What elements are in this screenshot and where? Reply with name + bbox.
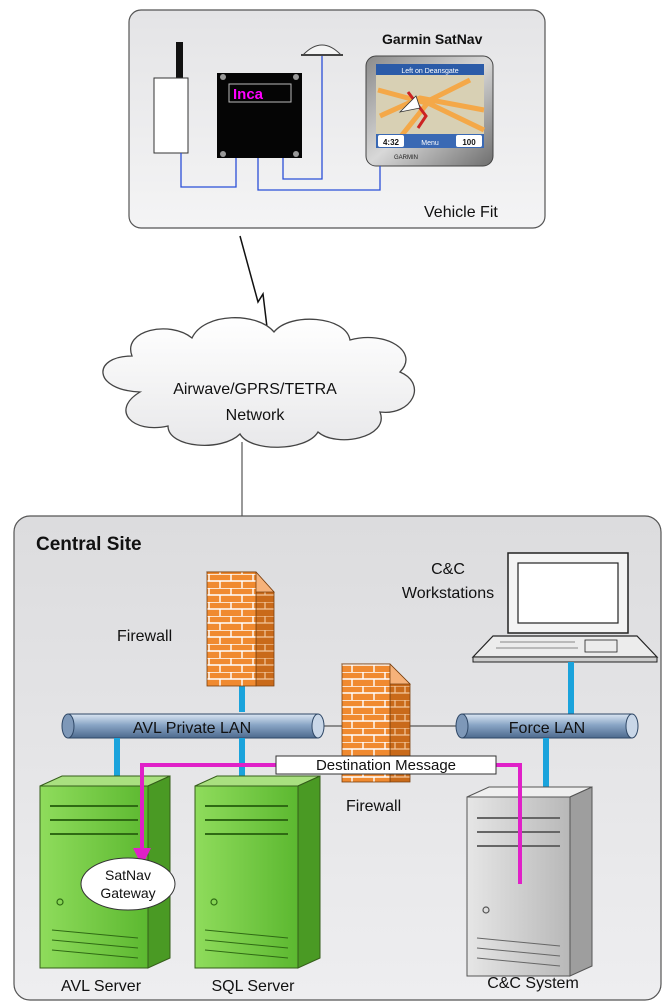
satnav-banner: Left on Deansgate	[401, 68, 458, 75]
satnav-time: 4:32	[383, 138, 400, 147]
workstations-label-line1: C&C	[431, 561, 465, 578]
sql-server-icon	[194, 775, 321, 969]
avl-private-lan-pipe: AVL Private LAN	[61, 713, 325, 739]
central-site-title: Central Site	[36, 534, 142, 555]
radio-antenna-icon	[153, 42, 189, 154]
workstations-label-line2: Workstations	[402, 585, 494, 602]
avl-server-label: AVL Server	[61, 978, 142, 995]
sql-server-label: SQL Server	[212, 978, 296, 995]
avl-lan-label: AVL Private LAN	[133, 720, 251, 737]
vehicle-fit-label: Vehicle Fit	[424, 204, 498, 221]
gps-antenna-icon	[301, 44, 343, 56]
vehicle-fit-panel: Inca Garmin SatNav Left on Deansgate 4:3…	[128, 9, 546, 229]
network-label-line2: Network	[226, 407, 286, 424]
firewall-mid-label: Firewall	[346, 798, 401, 815]
gateway-label-line1: SatNav	[105, 867, 151, 883]
satnav-distance: 100	[462, 138, 476, 147]
satnav-gateway-bubble: SatNav Gateway	[80, 857, 176, 911]
network-cloud: Airwave/GPRS/TETRA Network	[102, 317, 415, 448]
satnav-title: Garmin SatNav	[382, 31, 483, 47]
force-lan-label: Force LAN	[509, 720, 585, 737]
cc-system-label: C&C System	[487, 975, 579, 992]
inca-unit-label: Inca	[233, 86, 264, 103]
force-lan-pipe: Force LAN	[455, 713, 639, 739]
workstation-icon	[471, 552, 659, 663]
destination-message-label: Destination Message	[316, 757, 456, 774]
inca-unit-icon: Inca	[217, 73, 302, 158]
cc-system-server-icon	[466, 786, 593, 977]
firewall-top-label: Firewall	[117, 628, 172, 645]
wireless-link-icon	[239, 235, 271, 353]
destination-message-label-box: Destination Message	[275, 755, 497, 775]
satnav-menu-button: Menu	[421, 140, 439, 147]
network-label-line1: Airwave/GPRS/TETRA	[173, 381, 337, 398]
garmin-satnav-icon: Left on Deansgate 4:32 Menu 100 GARMIN	[365, 55, 494, 167]
satnav-brand: GARMIN	[394, 155, 418, 161]
vehicle-wiring	[180, 56, 381, 191]
gateway-label-line2: Gateway	[100, 885, 155, 901]
firewall-top-icon	[206, 571, 275, 687]
